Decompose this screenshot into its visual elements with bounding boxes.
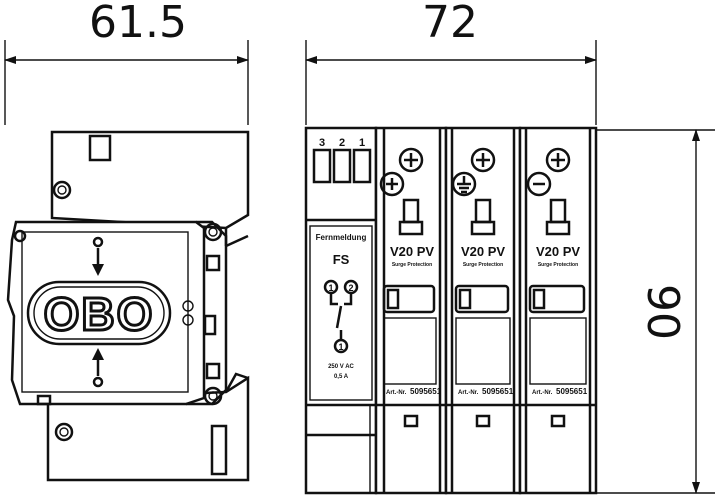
fs-header: Fernmeldung bbox=[316, 233, 367, 242]
module-earth: V20 PV Surge Protection Art.-Nr. 5095651 bbox=[444, 126, 522, 495]
module-subtitle: Surge Protection bbox=[463, 262, 503, 268]
dimension-front-width-label: 72 bbox=[422, 0, 478, 48]
dimension-height-label: 90 bbox=[637, 284, 688, 340]
article-number: 5095651 bbox=[410, 387, 442, 396]
fs-contact-label: 1 bbox=[328, 283, 333, 293]
article-prefix: Art.-Nr. bbox=[386, 390, 407, 396]
fs-contact-label: 2 bbox=[348, 283, 353, 293]
article-prefix: Art.-Nr. bbox=[458, 390, 479, 396]
article-number: 5095651 bbox=[482, 387, 514, 396]
article-prefix: Art.-Nr. bbox=[532, 390, 553, 396]
plus-screw-icon bbox=[545, 147, 571, 173]
module-subtitle: Surge Protection bbox=[392, 262, 432, 268]
arrow-up-icon bbox=[92, 348, 104, 388]
obo-logo: OBO bbox=[44, 288, 155, 340]
earth-ground-icon bbox=[451, 171, 477, 197]
polarity-plus-icon bbox=[379, 171, 405, 197]
module-plus: V20 PV Surge Protection Art.-Nr. 5095651 bbox=[374, 126, 448, 495]
module-label: V20 PV bbox=[536, 244, 580, 259]
front-view: 3 2 1 Fernmeldung FS 1 2 1 250 V AC 0,5 … bbox=[304, 126, 598, 495]
terminal-number: 2 bbox=[339, 137, 345, 149]
arrow-down-icon bbox=[92, 236, 104, 276]
dimension-side-width: 61.5 bbox=[4, 0, 249, 125]
dimension-front-width: 72 bbox=[305, 0, 597, 125]
dimension-side-width-label: 61.5 bbox=[89, 0, 187, 48]
fs-contact-label: 1 bbox=[338, 342, 343, 352]
fs-label: FS bbox=[333, 252, 350, 267]
article-number: 5095651 bbox=[556, 387, 588, 396]
side-view: OBO bbox=[6, 130, 250, 482]
module-label: V20 PV bbox=[390, 244, 434, 259]
dimension-height: 90 bbox=[596, 129, 715, 494]
terminal-number: 3 bbox=[319, 137, 325, 149]
module-subtitle: Surge Protection bbox=[538, 262, 578, 268]
terminal-number: 1 bbox=[359, 137, 365, 149]
minus-icon bbox=[526, 171, 552, 197]
module-minus: V20 PV Surge Protection Art.-Nr. 5095651 bbox=[518, 126, 598, 495]
plus-screw-icon bbox=[470, 147, 496, 173]
fs-terminal-block: 3 2 1 bbox=[312, 137, 372, 184]
module-label: V20 PV bbox=[461, 244, 505, 259]
fs-rating-line: 250 V AC bbox=[328, 364, 354, 370]
plus-screw-icon bbox=[398, 147, 424, 173]
fs-rating-line: 0,5 A bbox=[334, 374, 349, 380]
